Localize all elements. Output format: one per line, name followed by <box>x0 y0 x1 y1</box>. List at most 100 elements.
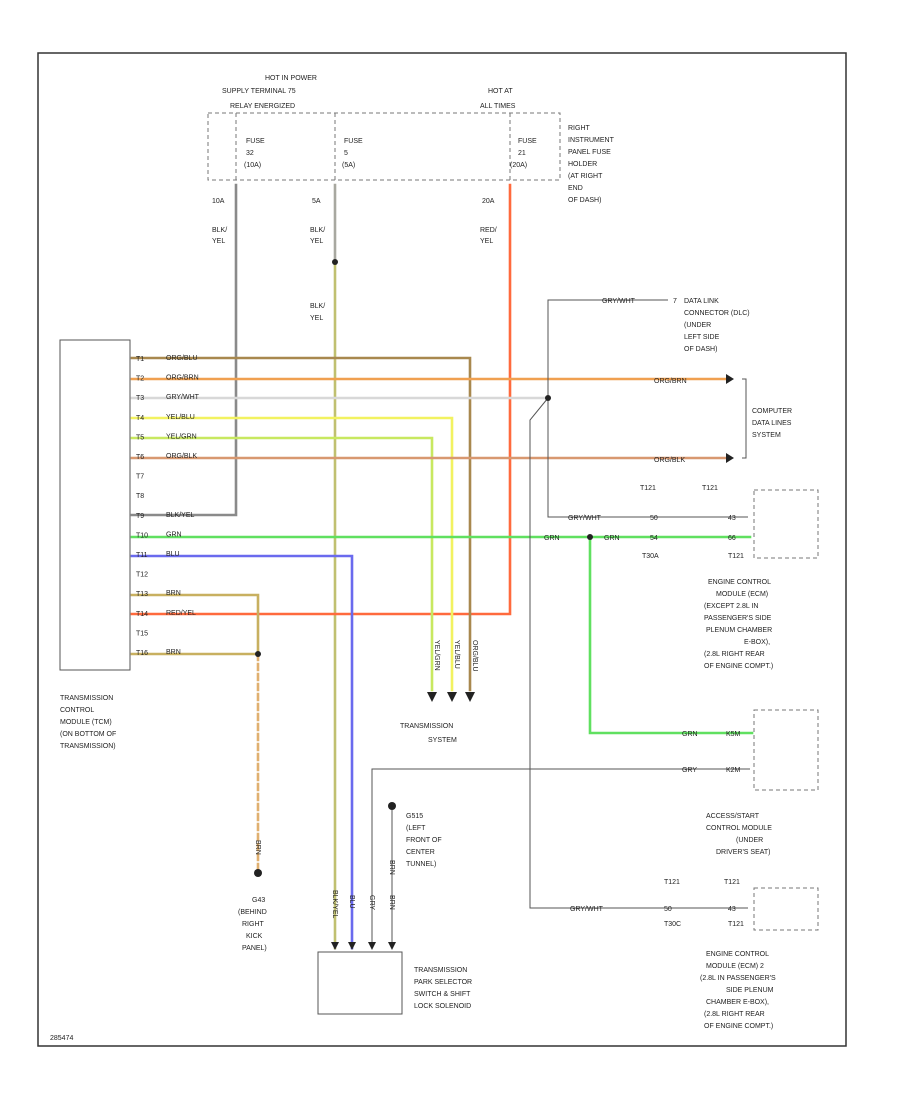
svg-text:PLENUM CHAMBER: PLENUM CHAMBER <box>706 627 772 634</box>
fuse-21-wire-1: RED/ <box>480 227 497 234</box>
ecm: T121 T121 GRY/WHT 50 43 GRN GRN 54 66 T3… <box>544 485 819 670</box>
fuse-5-rating: 5A <box>312 198 321 205</box>
selector-wire-gry: GRY <box>368 895 375 910</box>
svg-text:G43: G43 <box>252 897 265 904</box>
svg-text:21: 21 <box>518 150 526 157</box>
hot-at-line-1: HOT AT <box>488 88 513 95</box>
access-start-module: GRN K5M GRY K2M ACCESS/START CONTROL MOD… <box>682 709 819 856</box>
fuse-32: FUSE 32 (10A) <box>244 138 265 169</box>
computer-data-lines: ORG/BRN ORG/BLK COMPUTER DATA LINES SYST… <box>654 374 792 464</box>
svg-text:SIDE PLENUM: SIDE PLENUM <box>726 987 774 994</box>
svg-text:5: 5 <box>344 150 348 157</box>
ecm2-pin-ecm: 43 <box>728 906 736 913</box>
svg-text:DATA LINES: DATA LINES <box>752 420 792 427</box>
splice-blk-yel <box>332 259 338 265</box>
tcm-pin-t7: T7 <box>136 474 144 481</box>
wire-brn-t13 <box>130 593 260 654</box>
tcm-pin-t8: T8 <box>136 493 144 500</box>
svg-text:INSTRUMENT: INSTRUMENT <box>568 137 615 144</box>
trans-arrow-2 <box>447 692 457 702</box>
svg-text:TRANSMISSION: TRANSMISSION <box>60 695 113 702</box>
splice-grn <box>587 534 593 540</box>
trans-wire-yel-blu: YEL/BLU <box>453 640 460 669</box>
svg-text:TUNNEL): TUNNEL) <box>406 861 436 868</box>
wire-blk-yel-fuse32 <box>130 183 238 517</box>
svg-text:SYSTEM: SYSTEM <box>752 432 781 439</box>
splice-brn <box>255 651 261 657</box>
svg-text:PASSENGER'S SIDE: PASSENGER'S SIDE <box>704 615 772 622</box>
tcm-pin-t6: T6 <box>136 454 144 461</box>
dlc-wire-label: GRY/WHT <box>602 298 636 305</box>
selector-box <box>317 951 403 1015</box>
svg-text:TRANSMISSION: TRANSMISSION <box>414 967 467 974</box>
fuse-5-wire-2: YEL <box>310 238 323 245</box>
ecm-grn-pin: 54 <box>650 535 658 542</box>
ecm-label: ENGINE CONTROL MODULE (ECM) (EXCEPT 2.8L… <box>704 579 773 670</box>
svg-text:OF ENGINE COMPT.): OF ENGINE COMPT.) <box>704 663 773 670</box>
svg-text:ACCESS/START: ACCESS/START <box>706 813 760 820</box>
svg-text:FUSE: FUSE <box>344 138 363 145</box>
svg-text:KICK: KICK <box>246 933 263 940</box>
wires <box>130 183 754 950</box>
tcm-wire-label-t3: GRY/WHT <box>166 394 200 401</box>
tcm-wire-label-t4: YEL/BLU <box>166 414 195 421</box>
wire-org-blu-t1 <box>130 356 472 692</box>
tcm-wire-label-t14: RED/YEL <box>166 610 196 617</box>
tcm-pin-t13: T13 <box>136 591 148 598</box>
svg-text:RIGHT: RIGHT <box>242 921 265 928</box>
svg-text:HOLDER: HOLDER <box>568 161 597 168</box>
wire-grn-to-access <box>588 535 754 735</box>
svg-text:CONTROL: CONTROL <box>60 707 94 714</box>
ecm2-wire: GRY/WHT <box>570 906 604 913</box>
svg-text:ENGINE CONTROL: ENGINE CONTROL <box>706 951 769 958</box>
trans-arrow-1 <box>427 692 437 702</box>
fuse-5-wire-1: BLK/ <box>310 227 325 234</box>
fuse-21-rating: 20A <box>482 198 495 205</box>
svg-text:(BEHIND: (BEHIND <box>238 909 267 916</box>
svg-text:32: 32 <box>246 150 254 157</box>
ecm2-label: ENGINE CONTROL MODULE (ECM) 2 (2.8L IN P… <box>700 951 776 1030</box>
tcm-pin-t9: T9 <box>136 513 144 520</box>
fuse-21-wire-2: YEL <box>480 238 493 245</box>
svg-text:(LEFT: (LEFT <box>406 825 426 832</box>
access-start-box <box>753 709 819 791</box>
wire-gry-wht-ecm2 <box>529 397 748 909</box>
diagram-frame <box>37 52 847 1047</box>
svg-text:(2.8L IN PASSENGER'S: (2.8L IN PASSENGER'S <box>700 975 776 982</box>
ecm-grn-pin-ecm: 66 <box>728 535 736 542</box>
ecm2-conn-top-a: T121 <box>664 879 680 886</box>
hot-at-line-2: ALL TIMES <box>480 103 516 110</box>
fuse-holder-label: RIGHT INSTRUMENT PANEL FUSE HOLDER (AT R… <box>568 125 615 204</box>
ecm-box <box>753 489 819 559</box>
ecm-conn-top: T121 <box>702 485 718 492</box>
svg-text:(20A): (20A) <box>510 162 527 169</box>
svg-text:MODULE (ECM): MODULE (ECM) <box>716 591 768 598</box>
tcm-pin-t12: T12 <box>136 572 148 579</box>
trans-arrow-3 <box>465 692 475 702</box>
tcm-pin-t2: T2 <box>136 376 144 383</box>
svg-text:(ON BOTTOM OF: (ON BOTTOM OF <box>60 731 116 738</box>
svg-text:(EXCEPT 2.8L IN: (EXCEPT 2.8L IN <box>704 603 758 610</box>
power-section: HOT IN POWER SUPPLY TERMINAL 75 RELAY EN… <box>207 75 615 322</box>
hot-in-power-line-2: SUPPLY TERMINAL 75 <box>222 88 296 95</box>
tcm-wire-label-t1: ORG/BLU <box>166 355 198 362</box>
svg-text:SWITCH & SHIFT: SWITCH & SHIFT <box>414 991 471 998</box>
svg-text:MODULE (ECM) 2: MODULE (ECM) 2 <box>706 963 764 970</box>
ground-g515-icon <box>388 802 396 810</box>
selector-wire-blk-yel: BLK/YEL <box>331 890 338 919</box>
svg-text:ENGINE CONTROL: ENGINE CONTROL <box>708 579 771 586</box>
svg-text:DRIVER'S SEAT): DRIVER'S SEAT) <box>716 849 771 856</box>
tcm-wire-label-t16: BRN <box>166 649 181 656</box>
svg-text:G515: G515 <box>406 813 423 820</box>
figure-code: 285474 <box>50 1035 73 1042</box>
svg-text:TRANSMISSION: TRANSMISSION <box>400 723 453 730</box>
svg-text:PANEL): PANEL) <box>242 945 267 952</box>
svg-text:OF DASH): OF DASH) <box>568 197 601 204</box>
fuse-32-wire-1: BLK/ <box>212 227 227 234</box>
tcm-wire-labels: ORG/BLUORG/BRNGRY/WHTYEL/BLUYEL/GRNORG/B… <box>166 355 200 656</box>
svg-text:DATA LINK: DATA LINK <box>684 298 719 305</box>
dlc-pin: 7 <box>673 298 677 305</box>
data-line-wire-bottom: ORG/BLK <box>654 457 685 464</box>
selector-wire-brn: BRN <box>388 895 395 910</box>
fuse-32-rating: 10A <box>212 198 225 205</box>
